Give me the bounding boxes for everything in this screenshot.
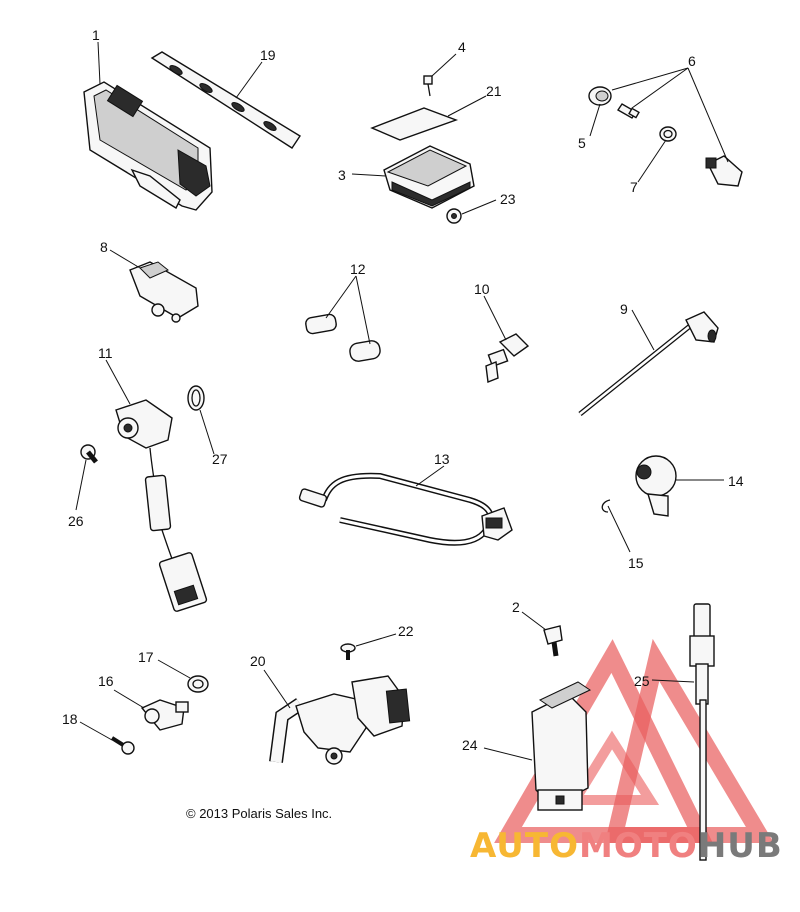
control-module-part — [531, 681, 592, 811]
callout-9: 9 — [620, 301, 628, 317]
callout-25: 25 — [634, 673, 650, 689]
callout-21: 21 — [486, 83, 502, 99]
callout-6: 6 — [688, 53, 696, 69]
callout-26: 26 — [68, 513, 84, 529]
o-ring-part-27 — [187, 385, 205, 411]
key-part-6 — [617, 103, 640, 119]
temp-sensor-part — [485, 333, 530, 383]
callout-14: 14 — [728, 473, 744, 489]
screw-part-22 — [340, 643, 356, 660]
cap-part-5 — [588, 86, 612, 106]
module-box-part — [383, 145, 475, 209]
callout-23: 23 — [500, 191, 516, 207]
leader-lines — [75, 41, 729, 761]
screw-part-2 — [543, 625, 563, 657]
callout-3: 3 — [338, 167, 346, 183]
copyright-text: © 2013 Polaris Sales Inc. — [186, 806, 333, 821]
callout-17: 17 — [138, 649, 154, 665]
clip-part-15 — [601, 499, 611, 513]
screw-part-4 — [423, 75, 433, 97]
probe-part-25 — [689, 603, 715, 861]
gasket-plate-part — [370, 107, 459, 141]
screw-part-26 — [80, 444, 98, 464]
callout-11: 11 — [98, 345, 113, 361]
callout-18: 18 — [62, 711, 78, 727]
callout-15: 15 — [628, 555, 644, 571]
throttle-sensor-part — [115, 399, 208, 612]
callout-10: 10 — [474, 281, 490, 297]
valve-assembly-part — [269, 675, 411, 765]
callout-12: 12 — [350, 261, 366, 277]
wiring-harness-part — [298, 472, 513, 546]
callout-7: 7 — [630, 179, 638, 195]
ring-part-7 — [659, 126, 677, 142]
callout-27: 27 — [212, 451, 228, 467]
callout-2: 2 — [512, 599, 520, 615]
speed-sensor-part — [140, 699, 189, 731]
callout-13: 13 — [434, 451, 450, 467]
watermark-logo-text: AUTOMOTOHUB — [470, 826, 783, 866]
callout-24: 24 — [462, 737, 478, 753]
o-ring-part-17 — [187, 675, 209, 693]
sensor-cap-part-12b — [349, 340, 381, 362]
ecu-module-part — [83, 81, 213, 211]
sensor-part-12a — [305, 313, 337, 335]
callout-8: 8 — [100, 239, 108, 255]
callout-4: 4 — [458, 39, 466, 55]
nut-part-23 — [446, 208, 462, 224]
callout-5: 5 — [578, 135, 586, 151]
callout-labels: 1 19 4 21 6 3 23 5 7 8 12 10 9 11 27 26 … — [62, 27, 744, 753]
callout-19: 19 — [260, 47, 276, 63]
logo-word-moto: MOTO — [578, 826, 698, 866]
callout-22: 22 — [398, 623, 414, 639]
long-sensor-part — [578, 311, 719, 416]
callout-16: 16 — [98, 673, 114, 689]
knock-sensor-part — [635, 455, 677, 517]
logo-word-auto: AUTO — [470, 826, 579, 866]
map-sensor-part — [129, 261, 199, 323]
screw-part-18 — [110, 736, 135, 755]
bracket-strip-part — [150, 51, 301, 149]
callout-1: 1 — [92, 27, 100, 43]
callout-20: 20 — [250, 653, 266, 669]
logo-word-hub: HUB — [697, 826, 783, 866]
connector-part-6b — [705, 155, 743, 187]
